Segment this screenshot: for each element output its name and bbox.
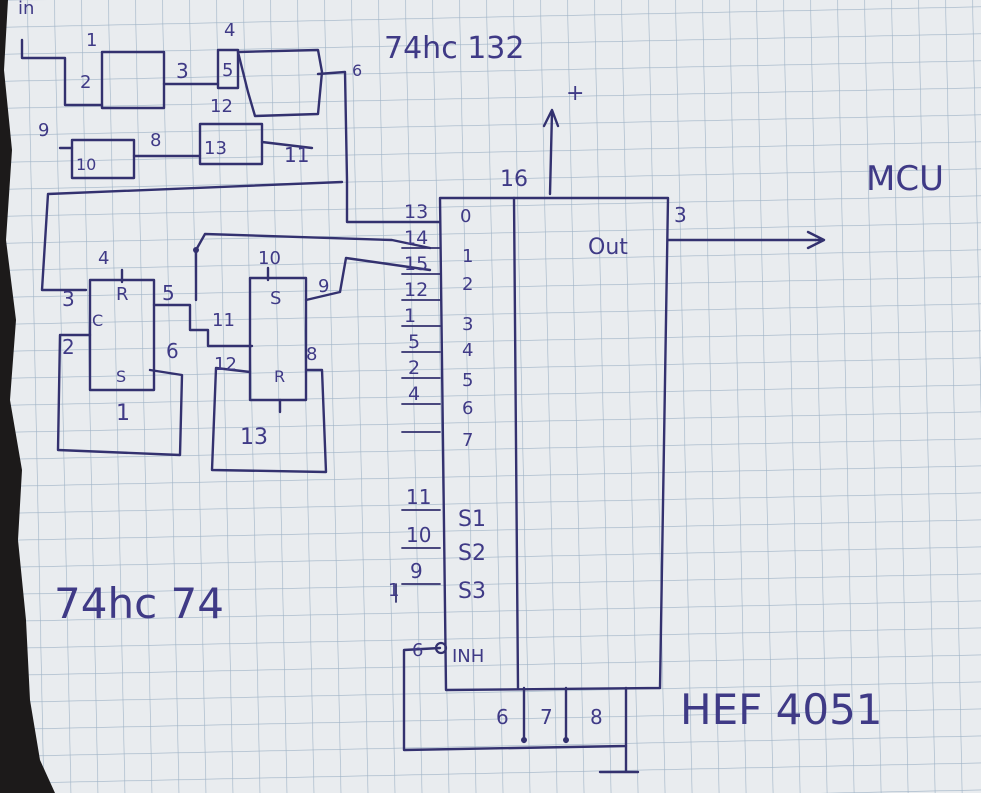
gate-pin-label: 11 (284, 143, 309, 167)
gate-pin-label: 5 (222, 60, 233, 81)
vdd-pin-label: 16 (500, 167, 528, 192)
gate-pin-label: 1 (86, 30, 97, 51)
vdd-plus-label: + (566, 81, 584, 106)
mux-select-label: S3 (458, 579, 486, 604)
mux-pin-label: 9 (410, 559, 423, 583)
gate-pin-label: 4 (224, 20, 235, 41)
multiplexer-block (395, 108, 826, 774)
ff-pin-label: 9 (318, 276, 329, 297)
ff-pin-label: S (116, 367, 126, 386)
inh-label: INH (452, 646, 484, 667)
gate-pin-label: 6 (352, 61, 362, 80)
gate-pin-label: 8 (150, 130, 161, 151)
out-pin-label: 3 (674, 203, 687, 227)
gate-pin-label: 9 (38, 120, 49, 141)
gate-pin-label: 10 (76, 155, 96, 174)
paper (4, 0, 981, 793)
ff-pin-label: S (270, 288, 281, 309)
ff-pin-label: 11 (212, 310, 235, 331)
ff-pin-label: 8 (306, 344, 317, 365)
mux-pin-label: 6 (412, 640, 423, 661)
s3-tie-label: 1 (388, 580, 399, 601)
ic-hef4051-label: HEF 4051 (680, 685, 883, 734)
ff-pin-label: R (116, 284, 129, 305)
gate-pin-label: 3 (176, 59, 189, 83)
gate-pin-label: 2 (80, 72, 91, 93)
mcu-label: MCU (866, 159, 944, 199)
ff-pin-label: 6 (166, 339, 179, 363)
mux-bottom-pin-label: 7 (540, 705, 553, 729)
ff-pin-label: R (274, 367, 285, 386)
mux-pin-label: 5 (408, 331, 420, 353)
mux-pin-label: 4 (408, 383, 420, 405)
mux-channel-label: 3 (462, 314, 473, 335)
ff-pin-label: C (92, 311, 103, 330)
ff-pin-label: 5 (162, 281, 175, 305)
mux-bottom-pin-label: 6 (496, 705, 509, 729)
mux-channel-label: 4 (462, 340, 473, 361)
mux-pin-label: 14 (404, 227, 428, 249)
mux-pin-label: 1 (404, 305, 416, 327)
mux-pin-label: 11 (406, 485, 431, 509)
mux-channel-label: 5 (462, 370, 473, 391)
ff-pin-label: 10 (258, 248, 281, 269)
ff-pin-label: 12 (214, 354, 237, 375)
mux-channel-label: 7 (462, 430, 473, 451)
mux-pin-label: 12 (404, 279, 428, 301)
mux-pin-label: 13 (404, 201, 428, 223)
ic-74hc74-label: 74hc 74 (54, 579, 224, 628)
mux-bottom-pin-label: 8 (590, 705, 603, 729)
gate-pin-label: 12 (210, 96, 233, 117)
mux-select-label: S1 (458, 507, 486, 532)
top-input-label: in (18, 0, 34, 19)
ff-pin-label: 4 (98, 248, 109, 269)
mux-pin-label: 15 (404, 253, 428, 275)
mux-select-label: S2 (458, 541, 486, 566)
ff-pin-label: 1 (116, 401, 130, 426)
mux-pin-label: 2 (408, 357, 420, 379)
ff-pin-label: 2 (62, 335, 75, 359)
mux-channel-label: 2 (462, 274, 473, 295)
nand-gate-block (20, 38, 442, 292)
out-label: Out (588, 235, 628, 260)
mux-pin-label: 10 (406, 523, 431, 547)
mux-channel-label: 0 (460, 206, 471, 227)
gate-pin-label: 13 (204, 138, 227, 159)
flip-flop-block (56, 232, 432, 474)
ff-pin-label: 3 (62, 287, 75, 311)
ic-74hc132-label: 74hc 132 (384, 31, 524, 66)
ff-pin-label: 13 (240, 425, 268, 450)
mux-channel-label: 1 (462, 246, 473, 267)
mux-channel-label: 6 (462, 398, 473, 419)
